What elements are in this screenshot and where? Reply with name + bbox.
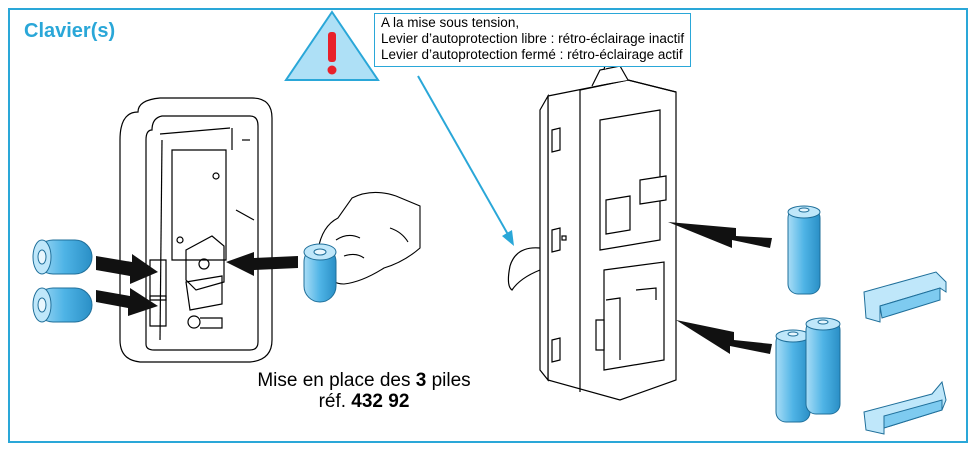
battery-icon [787, 205, 821, 295]
warning-line: A la mise sous tension, [381, 15, 520, 30]
keypad-housing [119, 97, 273, 363]
battery-icon [303, 243, 337, 303]
insert-arrow [668, 222, 772, 354]
pointer-arrow [417, 75, 514, 246]
hand-icon [317, 191, 421, 285]
keypad-module [539, 57, 677, 401]
insert-arrow [96, 252, 298, 316]
battery-icon [32, 287, 93, 323]
warning-triangle-icon [284, 10, 380, 81]
caption-text: Mise en place des [257, 370, 411, 391]
caption: Mise en place des 3 piles réf. 432 92 [196, 370, 532, 412]
diagram-frame [8, 8, 968, 443]
tamper-lever [507, 247, 541, 291]
warning-note: A la mise sous tension, Levier d’autopro… [374, 13, 692, 67]
battery-count: 3 [415, 370, 427, 391]
reference-label: réf. [318, 391, 347, 412]
page-title: Clavier(s) [24, 20, 116, 42]
warning-line: Levier d’autoprotection libre : rétro-éc… [381, 31, 685, 46]
reference-number: 432 92 [351, 391, 410, 412]
battery-icon [775, 329, 811, 423]
battery-icon [805, 317, 841, 415]
caption-line-1: Mise en place des 3 piles [196, 370, 532, 391]
battery-icon [32, 239, 93, 275]
battery-clip [863, 271, 947, 435]
caption-line-2: réf. 432 92 [196, 391, 532, 412]
caption-text-end: piles [431, 370, 471, 391]
warning-line: Levier d’autoprotection fermé : rétro-éc… [381, 47, 683, 62]
